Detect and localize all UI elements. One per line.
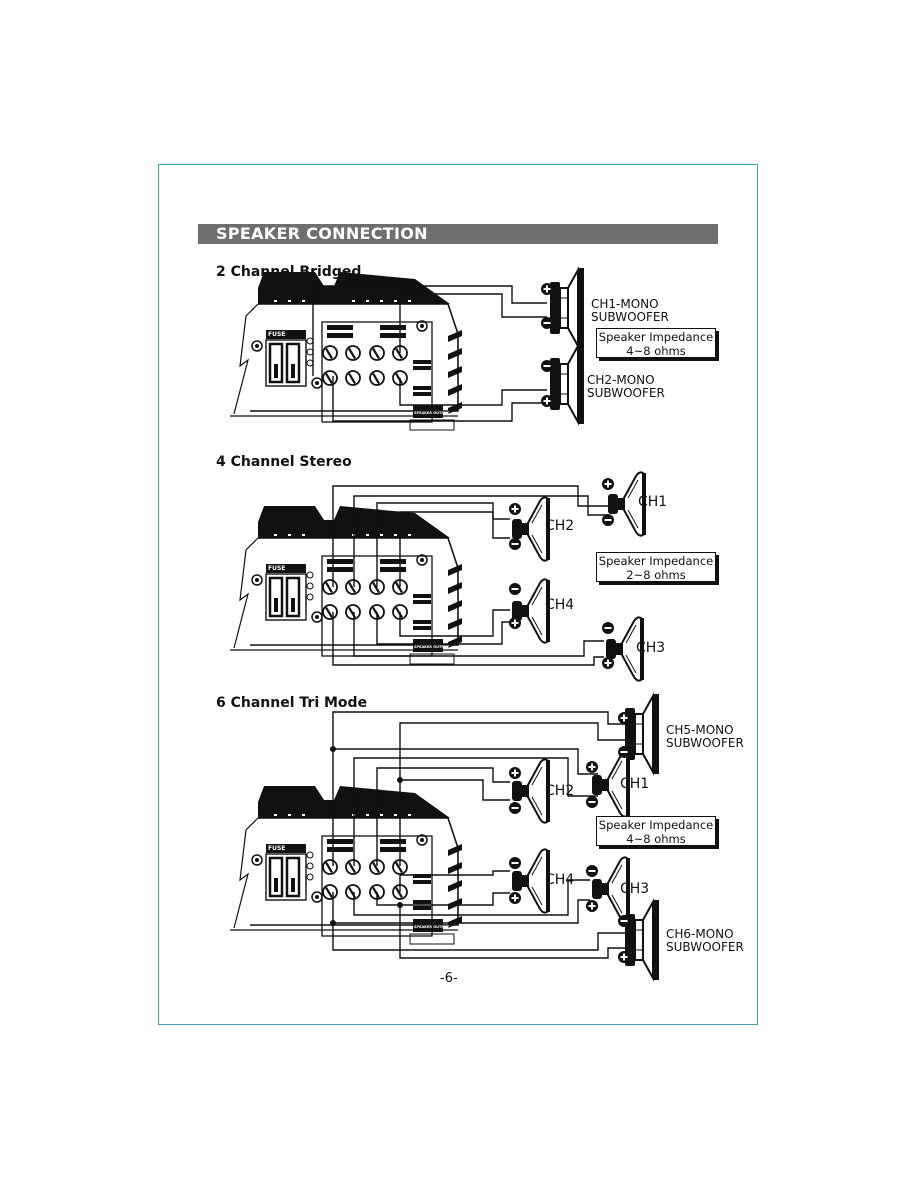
wires-2ch-bridged — [312, 285, 547, 422]
speaker-label: CH2 — [545, 518, 575, 534]
speaker-output-label: SPEAKER OUTPUT — [414, 411, 450, 415]
page-title: SPEAKER CONNECTION — [216, 224, 428, 243]
speaker-output-label: SPEAKER OUTPUT — [414, 925, 450, 929]
speaker-label: CH1 — [638, 494, 668, 510]
speaker-label: CH4 — [545, 597, 575, 613]
speaker-label: CH3 — [620, 881, 650, 897]
speaker-output-label: SPEAKER OUTPUT — [414, 645, 450, 649]
section-title-bar: SPEAKER CONNECTION — [198, 224, 718, 244]
heading-6-channel-tri-mode: 6 Channel Tri Mode — [216, 695, 368, 711]
speaker-label: CH3 — [636, 640, 666, 656]
subwoofer-ch6-mono — [624, 899, 660, 981]
page-number: -6- — [440, 971, 458, 986]
subwoofer-ch5-mono — [624, 693, 660, 775]
amplifier-4ch-stereo — [228, 504, 464, 666]
wires-6ch-tri-mode — [332, 711, 626, 959]
amplifier-6ch-tri-mode — [228, 784, 464, 946]
speaker-label: CH4 — [545, 872, 575, 888]
amplifier-2ch-bridged — [228, 270, 464, 432]
fuse-label: FUSE — [268, 845, 285, 852]
fuse-label: FUSE — [268, 331, 285, 338]
page-frame — [158, 164, 758, 1025]
speaker-label: CH1 — [620, 776, 650, 792]
speaker-label: CH2 — [545, 783, 575, 799]
fuse-label: FUSE — [268, 565, 285, 572]
junction-dots — [330, 746, 403, 926]
subwoofer-ch2-mono — [549, 343, 585, 425]
subwoofer-ch1-mono — [549, 267, 585, 349]
wires-4ch-stereo — [332, 485, 608, 666]
heading-4-channel-stereo: 4 Channel Stereo — [216, 454, 352, 470]
